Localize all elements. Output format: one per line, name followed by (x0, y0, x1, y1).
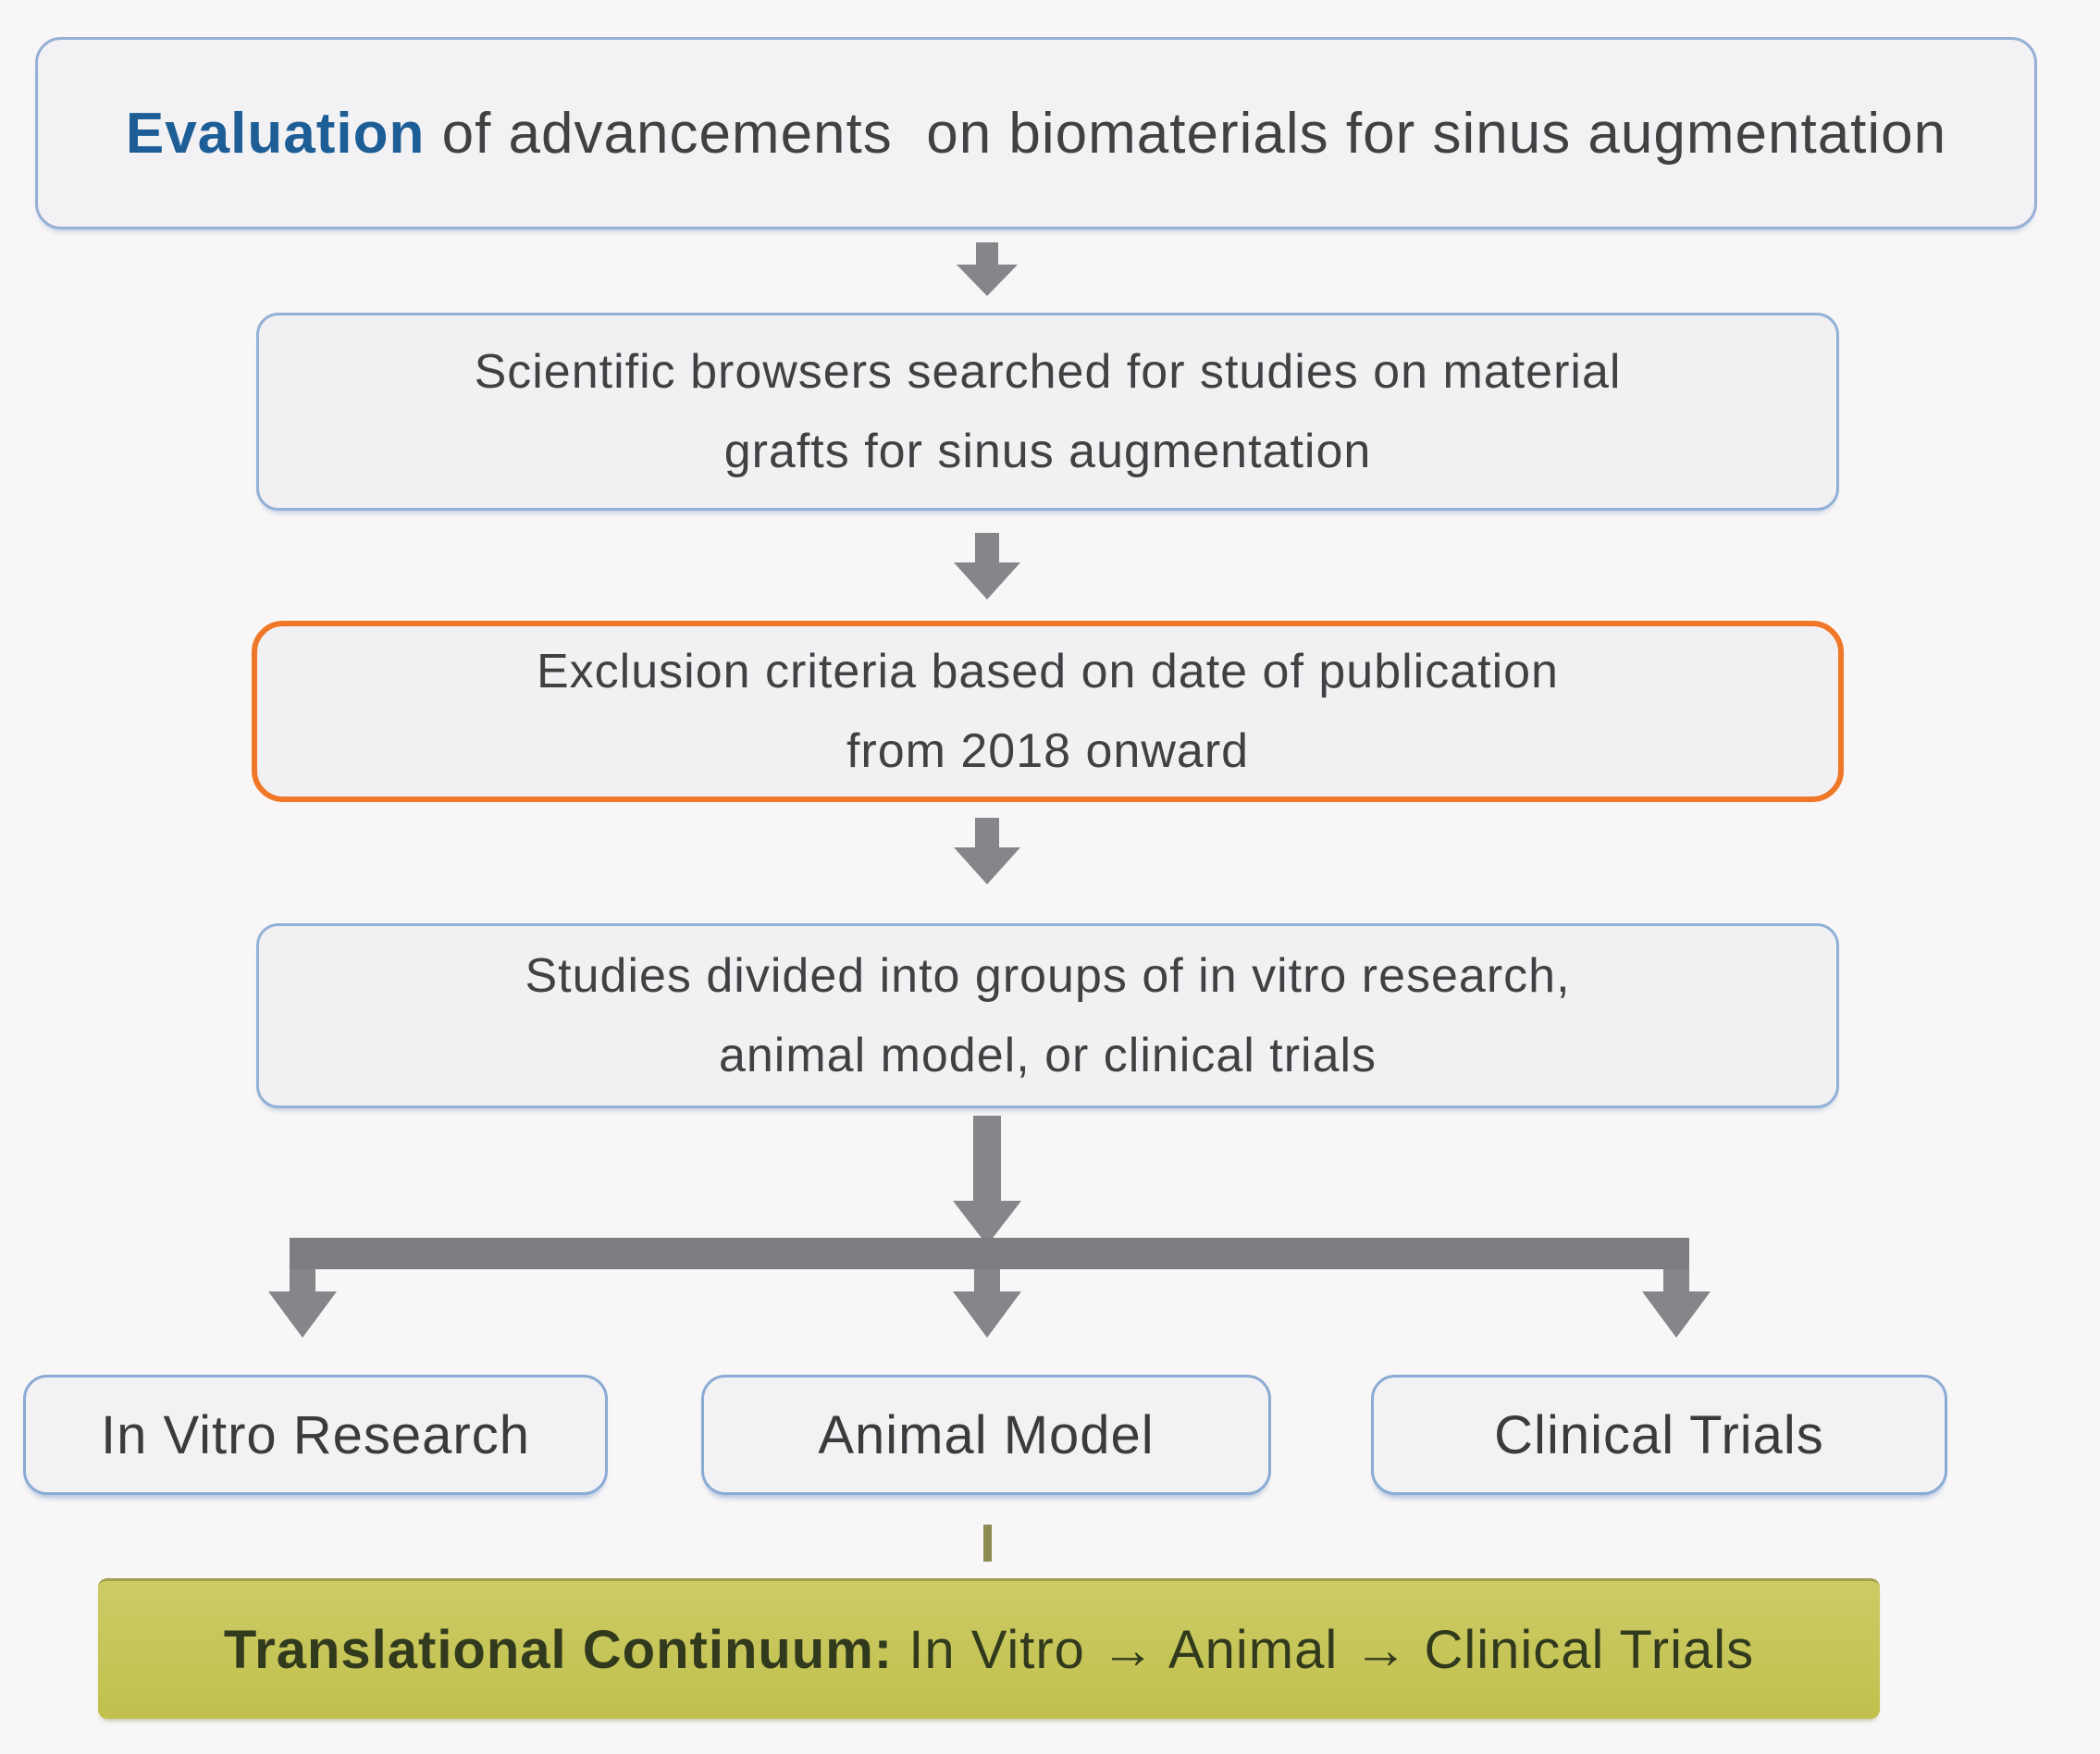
translational-continuum-banner: Translational Continuum: In Vitro → Anim… (98, 1578, 1880, 1719)
arrow-stem (975, 818, 999, 847)
banner-text: Translational Continuum: In Vitro → Anim… (224, 1619, 1754, 1681)
down-arrow-icon (954, 533, 1020, 599)
title-box: Evaluation of advancements on biomateria… (35, 37, 2037, 229)
step-line: Exclusion criteria based on date of publ… (537, 645, 1559, 698)
step-line: Scientific browsers searched for studies… (474, 345, 1622, 399)
branch-stem-right (1663, 1269, 1689, 1295)
branch-connector-bar (290, 1238, 1689, 1269)
title-rest: of advancements on biomaterials for sinu… (425, 101, 1947, 166)
branch-label: In Vitro Research (100, 1404, 531, 1465)
branch-stem-center (974, 1269, 1000, 1295)
branch-label: Animal Model (818, 1404, 1155, 1465)
arrow-head (954, 562, 1020, 599)
arrow-head (957, 265, 1018, 296)
title-highlight: Evaluation (125, 101, 426, 166)
step-line: from 2018 onward (846, 724, 1250, 778)
branch-stem-left (290, 1269, 315, 1295)
branch-arrow-head-right (1642, 1291, 1711, 1338)
step-line: animal model, or clinical trials (718, 1029, 1377, 1082)
arrow-head (954, 847, 1020, 884)
branch-box-clinical-trials: Clinical Trials (1371, 1375, 1947, 1495)
step-line: grafts for sinus augmentation (723, 425, 1372, 478)
arrow-stem (975, 533, 999, 562)
down-arrow-icon (957, 242, 1018, 296)
step-line: Studies divided into groups of in vitro … (525, 949, 1571, 1003)
branch-label: Clinical Trials (1494, 1404, 1824, 1465)
branch-arrow-head-center (953, 1291, 1021, 1338)
connector-tick (983, 1525, 992, 1562)
branch-box-in-vitro-research: In Vitro Research (23, 1375, 608, 1495)
title-text: Evaluation of advancements on biomateria… (126, 101, 1946, 167)
arrow-stem (976, 242, 998, 265)
banner-rest: In Vitro → Animal → Clinical Trials (893, 1620, 1755, 1680)
down-arrow-icon (954, 818, 1020, 884)
branch-box-animal-model: Animal Model (701, 1375, 1271, 1495)
step-box-search: Scientific browsers searched for studies… (256, 313, 1839, 511)
banner-lead: Translational Continuum: (223, 1620, 894, 1680)
step-box-exclusion-criteria: Exclusion criteria based on date of publ… (252, 621, 1844, 802)
branch-arrow-head-left (268, 1291, 337, 1338)
arrow-stem (973, 1116, 1001, 1201)
step-box-grouping: Studies divided into groups of in vitro … (256, 923, 1839, 1108)
down-arrow-icon (953, 1116, 1021, 1245)
